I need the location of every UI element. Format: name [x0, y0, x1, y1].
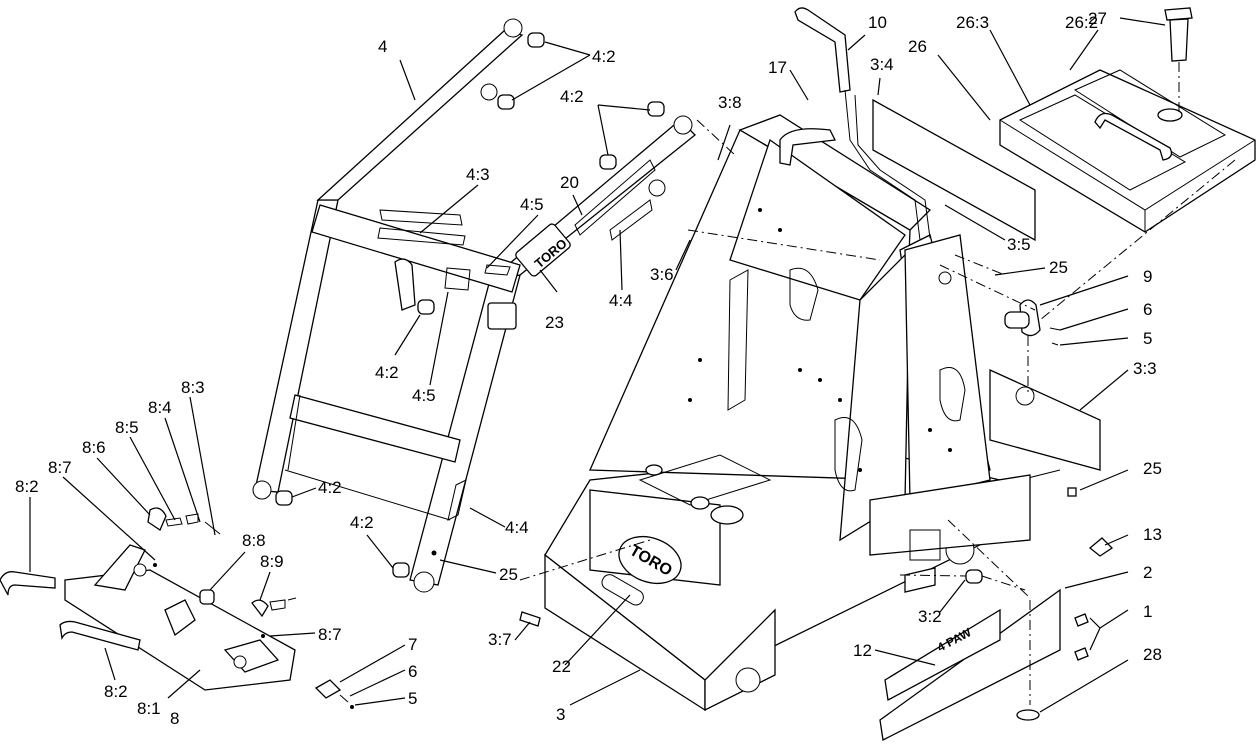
callout-8-6: 8:6	[82, 438, 106, 457]
handle	[779, 7, 931, 241]
callout-7: 7	[408, 635, 417, 654]
callout-4-3: 4:3	[466, 165, 490, 184]
callout-13: 13	[1143, 525, 1162, 544]
callout-4-2-c: 4:2	[375, 363, 399, 382]
callout-3-4: 3:4	[870, 55, 894, 74]
callout-3-6: 3:6	[650, 265, 674, 284]
pin-27	[1164, 7, 1193, 112]
callout-5-a: 5	[1143, 329, 1152, 348]
callout-28: 28	[1143, 645, 1162, 664]
callout-4-2-e: 4:2	[350, 513, 374, 532]
main-frame: TORO	[519, 114, 1101, 712]
loader-arm-assembly: TORO	[252, 18, 696, 593]
callout-3-5: 3:5	[1007, 235, 1031, 254]
callout-4-4-a: 4:4	[609, 291, 633, 310]
callout-4: 4	[378, 37, 387, 56]
callout-6-b: 6	[408, 662, 417, 681]
callout-4-2-d: 4:2	[318, 478, 342, 497]
callout-22: 22	[552, 657, 571, 676]
callout-8: 8	[170, 709, 179, 728]
callout-4-5-a: 4:5	[520, 195, 544, 214]
callout-3-7: 3:7	[488, 630, 512, 649]
callout-4-2-a: 4:2	[592, 47, 616, 66]
callout-10: 10	[868, 13, 887, 32]
callout-8-9: 8:9	[260, 552, 284, 571]
bucket-linkage	[0, 507, 354, 709]
callout-3-3: 3:3	[1133, 359, 1157, 378]
callout-26-3: 26:3	[956, 13, 989, 32]
callout-20: 20	[560, 173, 579, 192]
leader-lines	[29, 17, 1166, 713]
callout-4-5-b: 4:5	[412, 386, 436, 405]
callout-27-visible: 27	[1088, 9, 1107, 28]
callout-25-b: 25	[1049, 258, 1068, 277]
callout-4-2-b: 4:2	[560, 87, 584, 106]
callout-8-1: 8:1	[137, 699, 161, 718]
callout-8-2-b: 8:2	[104, 682, 128, 701]
callout-25-c: 25	[1143, 459, 1162, 478]
callout-8-7-b: 8:7	[318, 625, 342, 644]
callout-8-5: 8:5	[115, 418, 139, 437]
callout-12: 12	[853, 641, 872, 660]
callout-17: 17	[768, 58, 787, 77]
callout-labels: 4 4:2 4:2 4:2 4:2 4:2 4:3 4:5 4:5 20 23 …	[15, 9, 1162, 728]
callout-3: 3	[556, 705, 565, 724]
callout-26-2: 26:2	[1065, 13, 1098, 32]
callout-8-2-a: 8:2	[15, 477, 39, 496]
callout-4-4-b: 4:4	[505, 518, 529, 537]
callout-2: 2	[1143, 563, 1152, 582]
callout-25-a: 25	[499, 565, 518, 584]
callout-3-2: 3:2	[918, 607, 942, 626]
callout-8-7-a: 8:7	[48, 458, 72, 477]
counterweight-lid	[999, 69, 1256, 233]
callout-26: 26	[908, 37, 927, 56]
callout-6-a: 6	[1143, 300, 1152, 319]
callout-3-8: 3:8	[718, 93, 742, 112]
callout-8-4: 8:4	[148, 398, 172, 417]
callout-8-3: 8:3	[181, 378, 205, 397]
decal-3-4	[872, 98, 1036, 242]
callout-9: 9	[1143, 267, 1152, 286]
latch-hardware	[939, 264, 1114, 584]
callout-8-8: 8:8	[242, 531, 266, 550]
callout-5-b: 5	[408, 689, 417, 708]
callout-23: 23	[545, 313, 564, 332]
assembly-centerlines	[519, 119, 1236, 591]
callout-1: 1	[1143, 602, 1152, 621]
